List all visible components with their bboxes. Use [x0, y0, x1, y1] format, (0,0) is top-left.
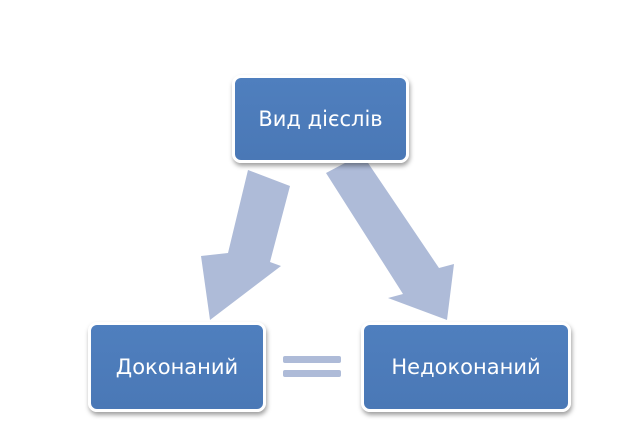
arrow-to-right-child: [326, 154, 454, 320]
child-node-imperfective: Недоконаний: [361, 322, 571, 412]
child-node-label-imperfective: Недоконаний: [391, 355, 541, 379]
equals-bar-top: [283, 356, 341, 363]
equals-sign: [283, 356, 341, 377]
arrow-to-left-child: [201, 170, 290, 320]
root-node-label: Вид дієслів: [258, 107, 383, 131]
child-node-label-perfective: Доконаний: [115, 355, 239, 379]
root-node-verb-aspect: Вид дієслів: [232, 75, 409, 163]
child-node-perfective: Доконаний: [88, 322, 266, 412]
equals-bar-bottom: [283, 370, 341, 377]
